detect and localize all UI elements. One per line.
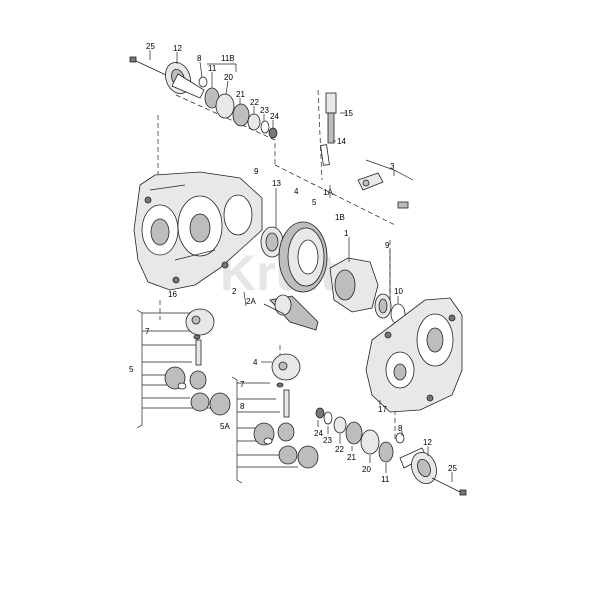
callout-21-top: 21 [236,90,245,99]
callout-7-left: 7 [145,327,150,336]
callout-25-bottom: 25 [448,464,457,473]
diff-internals-mid [231,353,319,484]
pin-mid [283,389,290,418]
drive-flange-left [129,56,205,99]
bearing-20-top [215,93,235,119]
callout-leaders-top [149,50,274,128]
bolt-25-bottom [431,477,463,494]
callout-5A: 5A [220,422,230,431]
bearing-9-right [374,250,406,325]
bracket-3 [357,159,414,209]
pin-left [195,339,202,366]
callout-11B: 11B [221,54,235,63]
callout-8-top: 8 [197,54,202,63]
sun-gear-left-b [209,392,231,416]
callout-1A: 1A [323,188,333,197]
callout-20-bottom: 20 [362,465,371,474]
callout-5-left: 5 [129,365,134,374]
callout-5-top: 5 [312,198,317,207]
callout-14: 14 [337,137,346,146]
callout-22-top: 22 [250,98,259,107]
callout-12-bottom: 12 [423,438,432,447]
callout-8-mid: 8 [240,402,245,411]
callout-11-top: 11 [208,64,217,73]
speedometer-drive [320,92,346,166]
callout-1B: 1B [335,213,345,222]
callout-11-bottom: 11 [381,475,390,484]
callout-2: 2 [232,287,237,296]
callout-12-top: 12 [173,44,182,53]
callout-20-top: 20 [224,73,233,82]
callout-4-mid: 4 [253,358,258,367]
ring-24-top [268,127,278,139]
callout-16: 16 [168,290,177,299]
shim-22-top [247,113,261,131]
circlip-8-top [198,76,208,88]
bearing-stack-top [198,76,278,139]
callout-15: 15 [344,109,353,118]
callout-23-bottom: 23 [323,436,332,445]
callout-13: 13 [272,179,281,188]
callout-25-top: 25 [146,42,155,51]
ring-gear [278,221,328,293]
callout-21-bottom: 21 [347,453,356,462]
callout-24-bottom: 24 [314,429,323,438]
bearing-21-top [232,103,250,127]
callout-10: 10 [394,287,403,296]
callout-4-top: 4 [294,187,299,196]
callout-3: 3 [390,162,395,171]
bolt-25-top [133,59,169,77]
gearbox-housing-left [133,171,263,291]
callout-17: 17 [378,405,387,414]
pinion-shaft [243,291,319,331]
callout-24-top: 24 [270,112,279,121]
callout-23-top: 23 [260,106,269,115]
bearing-13 [260,188,284,258]
callout-9-right: 9 [385,241,390,250]
diff-internals-left [136,308,231,429]
drive-flange-right [399,446,467,496]
callout-labels: 25 12 8 11B 11 20 21 22 23 24 15 14 3 9 … [129,42,457,484]
callout-8-bottom: 8 [398,424,403,433]
callout-7-mid: 7 [240,380,245,389]
gearbox-housing-right [365,297,463,413]
differential-case [329,237,379,313]
bearing-stack-bottom [315,407,405,473]
callout-1: 1 [344,229,349,238]
callout-2A: 2A [246,297,256,306]
callout-22-bottom: 22 [335,445,344,454]
ring-23-top [260,120,270,134]
diff-cage-left [185,308,215,336]
callout-9-left: 9 [254,167,259,176]
